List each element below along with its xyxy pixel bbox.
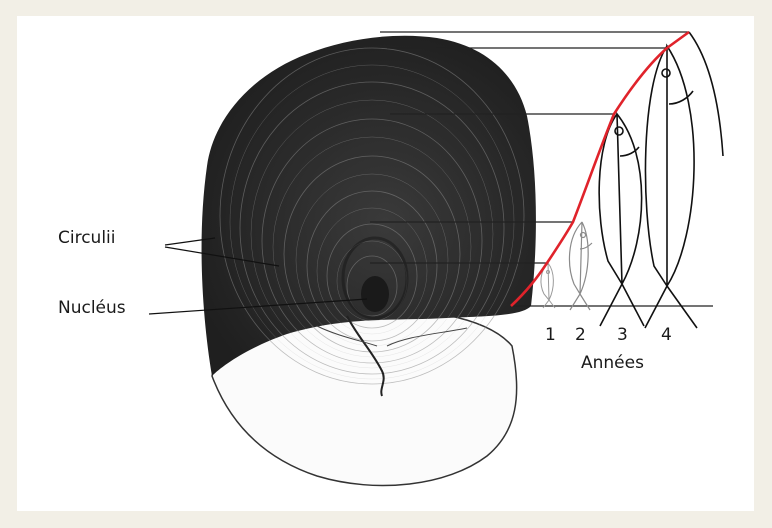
fish-year-2	[569, 222, 592, 310]
scale-growth-diagram	[17, 16, 754, 511]
nucleus-label: Nucléus	[58, 300, 126, 317]
years-axis-title: Années	[581, 355, 644, 372]
year-label-1: 1	[545, 327, 556, 344]
circulii-label: Circulii	[58, 230, 116, 247]
figure-panel: Circulii Nucléus 1 2 3 4 Années	[17, 16, 754, 511]
year-label-4: 4	[661, 327, 672, 344]
year-label-3: 3	[617, 327, 628, 344]
scale-nucleus	[361, 276, 389, 312]
fish-year-4	[645, 32, 723, 328]
year-label-2: 2	[575, 327, 586, 344]
fish-year-3	[599, 114, 644, 326]
